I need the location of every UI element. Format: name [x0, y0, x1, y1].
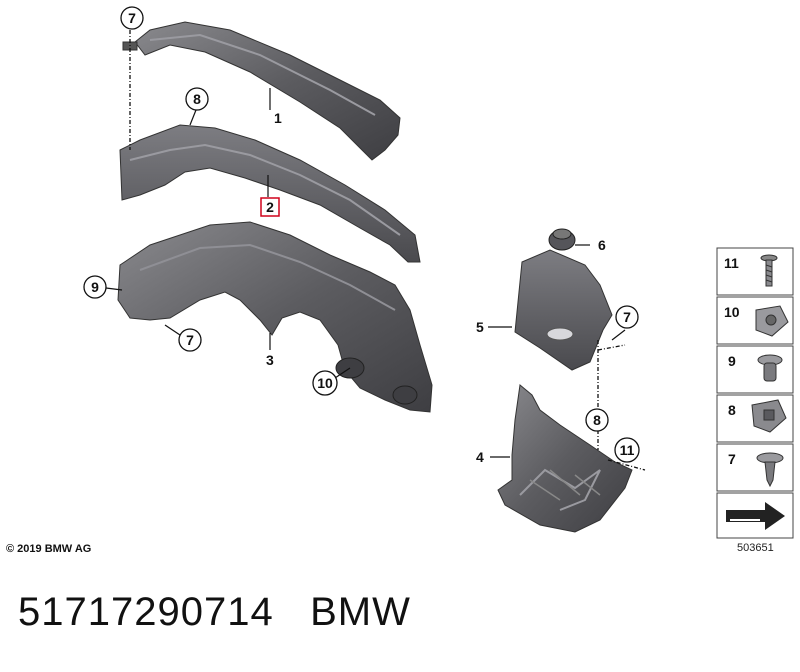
- label-4: 4: [476, 449, 484, 465]
- diagram-reference-number: 503651: [737, 542, 774, 554]
- spring-clip-icon: [751, 399, 787, 433]
- part-3-wheel-arch-liner: [117, 221, 433, 413]
- svg-text:10: 10: [317, 375, 333, 391]
- svg-text:7: 7: [128, 10, 136, 26]
- svg-text:11: 11: [620, 442, 635, 458]
- part-2-seal-member: [119, 124, 421, 263]
- footer: 51717290714 BMW: [18, 590, 411, 635]
- clip-nut-icon: [755, 305, 789, 337]
- svg-text:2: 2: [266, 199, 274, 215]
- part-5-bracket: [514, 249, 613, 371]
- copyright-text: © 2019 BMW AG: [6, 543, 92, 555]
- svg-text:8: 8: [593, 412, 601, 428]
- callout-7-right: 7: [615, 305, 639, 329]
- label-6: 6: [598, 237, 606, 253]
- screw-icon: [760, 254, 778, 287]
- part-6-grommet: [548, 228, 576, 251]
- label-3: 3: [266, 352, 274, 368]
- callout-8-right: 8: [585, 408, 609, 432]
- direction-arrow-icon: [726, 502, 785, 530]
- legend-number-7: 7: [728, 451, 736, 467]
- part-4-lower-frame: [497, 384, 633, 533]
- assembly-line-11: [607, 459, 646, 471]
- leader-10: [334, 367, 351, 379]
- svg-text:7: 7: [623, 309, 631, 325]
- callout-9: 9: [83, 275, 107, 299]
- svg-text:8: 8: [193, 91, 201, 107]
- leader-8a: [189, 109, 197, 126]
- callout-7-lower: 7: [178, 328, 202, 352]
- part-number: 51717290714: [18, 590, 274, 634]
- svg-text:9: 9: [91, 279, 99, 295]
- legend-number-10: 10: [724, 304, 740, 320]
- label-2-highlight: 2: [260, 197, 280, 217]
- leader-7c: [611, 329, 626, 341]
- leader-9: [105, 287, 123, 291]
- legend-number-8: 8: [728, 402, 736, 418]
- leader-7b: [164, 324, 181, 336]
- expanding-rivet-icon: [757, 354, 783, 382]
- push-rivet-icon: [756, 452, 784, 488]
- label-1: 1: [274, 110, 282, 126]
- callout-11: 11: [614, 437, 640, 463]
- brand-name: BMW: [310, 590, 411, 634]
- callout-8-left: 8: [185, 87, 209, 111]
- fastener-legend: 11 10 9 8 7: [716, 247, 794, 539]
- svg-text:7: 7: [186, 332, 194, 348]
- assembly-line-7-right: [597, 344, 626, 351]
- callout-7-top: 7: [120, 6, 144, 30]
- callout-10: 10: [312, 370, 338, 396]
- legend-number-9: 9: [728, 353, 736, 369]
- legend-number-11: 11: [724, 255, 739, 271]
- label-5: 5: [476, 319, 484, 335]
